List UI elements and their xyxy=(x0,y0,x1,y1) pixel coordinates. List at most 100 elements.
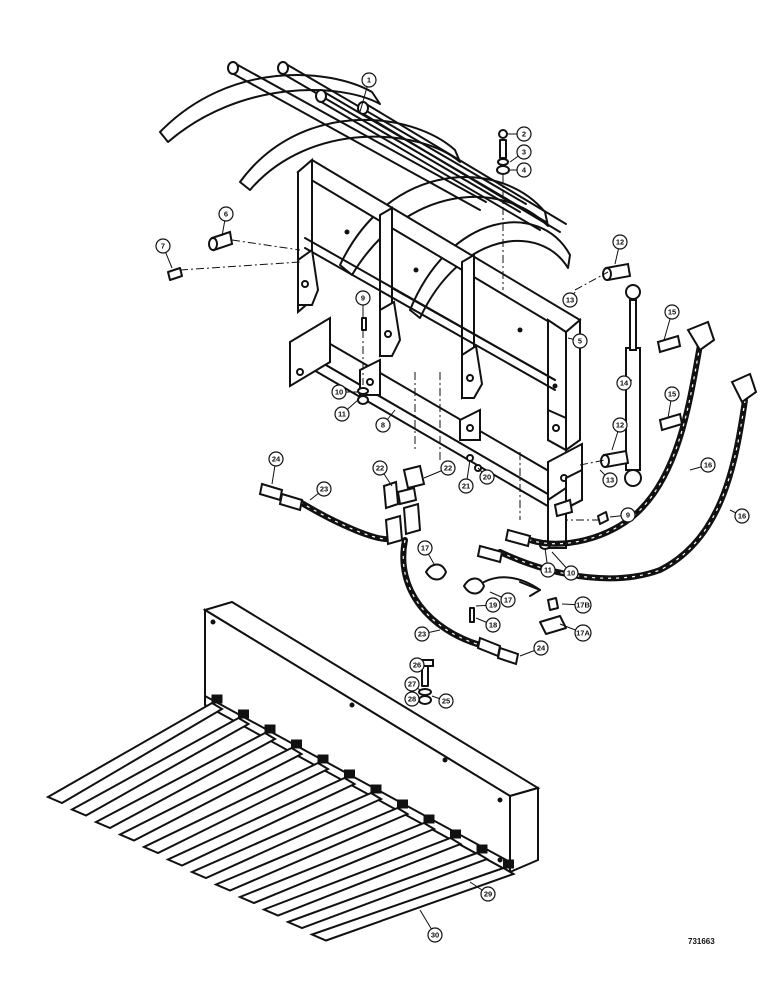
callout-14: 14 xyxy=(616,375,633,391)
fork-tine xyxy=(237,821,437,905)
callout-circle xyxy=(563,565,579,581)
callout-circle xyxy=(612,234,628,250)
callout-number: 17B xyxy=(576,601,590,610)
fork-tine xyxy=(213,806,410,892)
fork-tine xyxy=(309,866,516,942)
callout-number: 24 xyxy=(272,455,281,464)
callout-17: 17 xyxy=(489,591,516,608)
callout-number: 17 xyxy=(421,544,429,553)
callout-15: 15 xyxy=(663,304,680,341)
callout-number: 1 xyxy=(367,76,371,85)
callout-22: 22 xyxy=(423,460,456,479)
callout-circle xyxy=(331,384,347,400)
callout-number: 29 xyxy=(484,890,492,899)
callout-circle xyxy=(417,540,433,556)
callout-circle xyxy=(404,691,420,707)
callout-23: 23 xyxy=(414,626,441,642)
callout-circle xyxy=(361,72,377,88)
callout-number: 14 xyxy=(620,379,629,388)
callout-number: 11 xyxy=(338,410,346,419)
fork-tine xyxy=(261,836,463,917)
pins xyxy=(167,129,632,550)
callout-circle xyxy=(572,333,588,349)
callout-9: 9 xyxy=(609,507,636,523)
callout-29: 29 xyxy=(469,881,496,902)
grapple-frame xyxy=(296,157,582,452)
callout-circle xyxy=(268,451,284,467)
callout-25: 25 xyxy=(431,693,454,709)
callout-number: 13 xyxy=(606,476,614,485)
fork-tine xyxy=(117,746,304,842)
callout-number: 13 xyxy=(566,296,574,305)
callout-circle xyxy=(734,508,750,524)
callout-number: 12 xyxy=(616,421,624,430)
callout-5: 5 xyxy=(567,333,588,349)
callout-17B: 17B xyxy=(561,596,592,614)
callout-circle xyxy=(479,469,495,485)
callout-12: 12 xyxy=(611,417,628,451)
callout-circle xyxy=(485,617,501,633)
callout-number: 23 xyxy=(320,485,328,494)
hose-clamps xyxy=(425,563,567,635)
callout-number: 6 xyxy=(224,210,228,219)
tine-slot xyxy=(370,784,382,794)
fork-tine xyxy=(93,731,278,830)
assembly-center-lines xyxy=(179,175,609,521)
callout-number: 22 xyxy=(444,464,452,473)
callout-30: 30 xyxy=(419,909,443,943)
callout-number: 15 xyxy=(668,308,676,317)
callout-circle xyxy=(700,457,716,473)
callout-6: 6 xyxy=(218,206,234,237)
mounting-frame xyxy=(289,316,583,549)
tine-slot xyxy=(476,844,488,854)
callout-9: 9 xyxy=(355,290,371,318)
callout-18: 18 xyxy=(475,617,501,633)
callout-circle xyxy=(620,507,636,523)
callout-circle xyxy=(404,676,420,692)
fork-tine xyxy=(285,851,490,930)
callout-circle xyxy=(533,640,549,656)
callout-number: 3 xyxy=(522,148,526,157)
callout-number: 30 xyxy=(431,931,439,940)
tine-slot xyxy=(344,769,355,779)
callout-circle xyxy=(664,304,680,320)
callout-number: 7 xyxy=(161,242,165,251)
callout-circle xyxy=(316,481,332,497)
callout-number: 10 xyxy=(335,388,343,397)
callout-circle xyxy=(440,460,456,476)
callout-10: 10 xyxy=(551,551,579,581)
callout-28: 28 xyxy=(404,691,421,707)
tine-slot xyxy=(423,814,435,824)
callout-number: 8 xyxy=(381,421,385,430)
callout-circle xyxy=(540,562,556,578)
callout-1: 1 xyxy=(359,72,377,113)
callout-27: 27 xyxy=(404,676,421,692)
callout-number: 10 xyxy=(567,569,575,578)
tine-slot xyxy=(397,799,408,809)
callout-number: 24 xyxy=(537,644,546,653)
callout-17: 17 xyxy=(417,540,435,565)
callout-20: 20 xyxy=(477,467,495,485)
callout-15: 15 xyxy=(664,386,680,419)
callout-circle xyxy=(409,657,425,673)
callout-24: 24 xyxy=(268,451,284,485)
tine-slot xyxy=(238,709,249,719)
callout-11: 11 xyxy=(334,399,359,422)
callout-circle xyxy=(375,417,391,433)
callout-3: 3 xyxy=(509,144,532,163)
callout-number: 16 xyxy=(704,461,712,470)
fork-tine xyxy=(141,761,331,855)
callout-16: 16 xyxy=(729,508,750,524)
callout-number: 4 xyxy=(522,166,527,175)
callout-number: 5 xyxy=(578,337,582,346)
callout-number: 15 xyxy=(668,390,676,399)
hydraulic-hoses xyxy=(258,320,758,666)
callout-8: 8 xyxy=(375,409,396,433)
callout-number: 22 xyxy=(376,464,384,473)
fork-tine xyxy=(69,716,251,817)
callout-16: 16 xyxy=(689,457,716,473)
callout-circle xyxy=(516,162,532,178)
callout-number: 25 xyxy=(442,697,450,706)
callout-22: 22 xyxy=(372,460,393,487)
callout-circle xyxy=(616,375,632,391)
